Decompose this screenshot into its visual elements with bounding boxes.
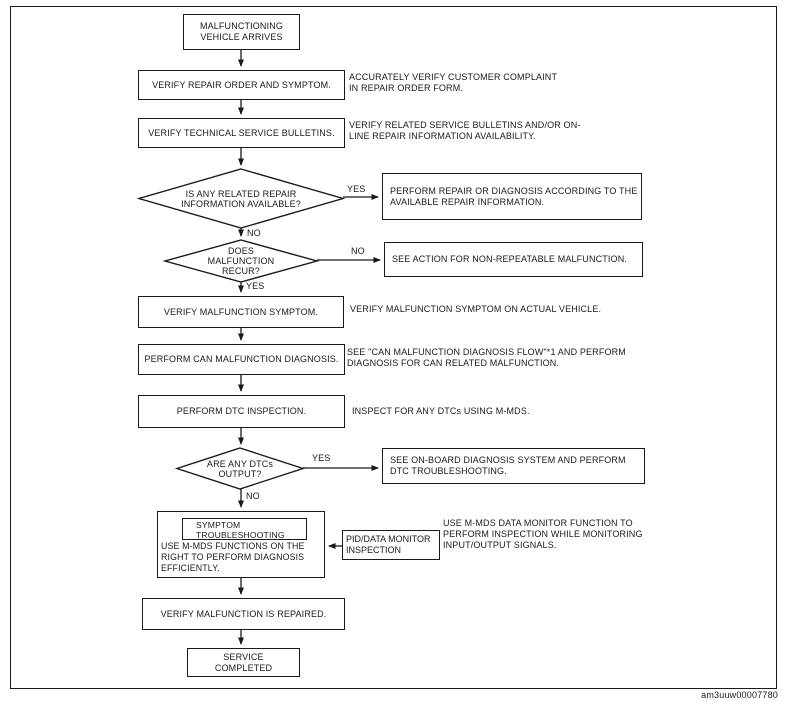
decision-repair-info-diamond xyxy=(136,168,346,229)
decision-recur-yes-label: YES xyxy=(246,281,265,291)
diagram-border xyxy=(10,6,777,689)
note-verify-symptom: VERIFY MALFUNCTION SYMPTOM ON ACTUAL VEH… xyxy=(350,304,602,314)
node-verify-bulletins: VERIFY TECHNICAL SERVICE BULLETINS. xyxy=(138,118,345,148)
note-pid-monitor: USE M-MDS DATA MONITOR FUNCTION TO PERFO… xyxy=(443,518,643,550)
node-verify-repair-order: VERIFY REPAIR ORDER AND SYMPTOM. xyxy=(138,70,345,100)
symptom-troubleshooting-title: SYMPTOM TROUBLESHOOTING xyxy=(182,518,307,540)
decision-dtc-no-label: NO xyxy=(246,491,260,501)
decision-dtc-diamond xyxy=(174,447,306,490)
node-service-completed: SERVICE COMPLETED xyxy=(187,648,300,677)
note-verify-repair-order: ACCURATELY VERIFY CUSTOMER COMPLAINT IN … xyxy=(349,72,558,93)
node-start: MALFUNCTIONING VEHICLE ARRIVES xyxy=(183,14,300,50)
decision-repair-info-label: IS ANY RELATED REPAIR INFORMATION AVAILA… xyxy=(181,188,301,209)
node-pid-monitor: PID/DATA MONITOR INSPECTION xyxy=(342,530,440,560)
node-non-repeatable: SEE ACTION FOR NON-REPEATABLE MALFUNCTIO… xyxy=(384,242,643,277)
decision-recur-diamond xyxy=(162,239,320,283)
symptom-troubleshooting-body: USE M-MDS FUNCTIONS ON THE RIGHT TO PERF… xyxy=(161,541,305,573)
decision-repair-info-no-label: NO xyxy=(247,228,261,238)
figure-code: am3uuw00007780 xyxy=(701,690,778,700)
node-dtc-inspection: PERFORM DTC INSPECTION. xyxy=(138,395,345,428)
note-dtc-inspection: INSPECT FOR ANY DTCs USING M-MDS. xyxy=(352,406,530,416)
decision-recur-no-label: NO xyxy=(351,246,365,256)
note-can-diagnosis: SEE "CAN MALFUNCTION DIAGNOSIS FLOW"*1 A… xyxy=(347,347,626,368)
node-perform-repair: PERFORM REPAIR OR DIAGNOSIS ACCORDING TO… xyxy=(382,173,642,220)
decision-recur-label: DOES MALFUNCTION RECUR? xyxy=(207,246,275,276)
note-verify-bulletins: VERIFY RELATED SERVICE BULLETINS AND/OR … xyxy=(349,120,581,141)
decision-dtc-yes-label: YES xyxy=(312,453,331,463)
node-verify-repaired: VERIFY MALFUNCTION IS REPAIRED. xyxy=(142,598,345,630)
decision-dtc-label: ARE ANY DTCs OUTPUT? xyxy=(206,458,274,479)
node-can-diagnosis: PERFORM CAN MALFUNCTION DIAGNOSIS. xyxy=(138,344,345,375)
node-verify-symptom: VERIFY MALFUNCTION SYMPTOM. xyxy=(138,296,344,328)
node-obd-system: SEE ON-BOARD DIAGNOSIS SYSTEM AND PERFOR… xyxy=(382,448,645,484)
decision-repair-info-yes-label: YES xyxy=(347,184,366,194)
